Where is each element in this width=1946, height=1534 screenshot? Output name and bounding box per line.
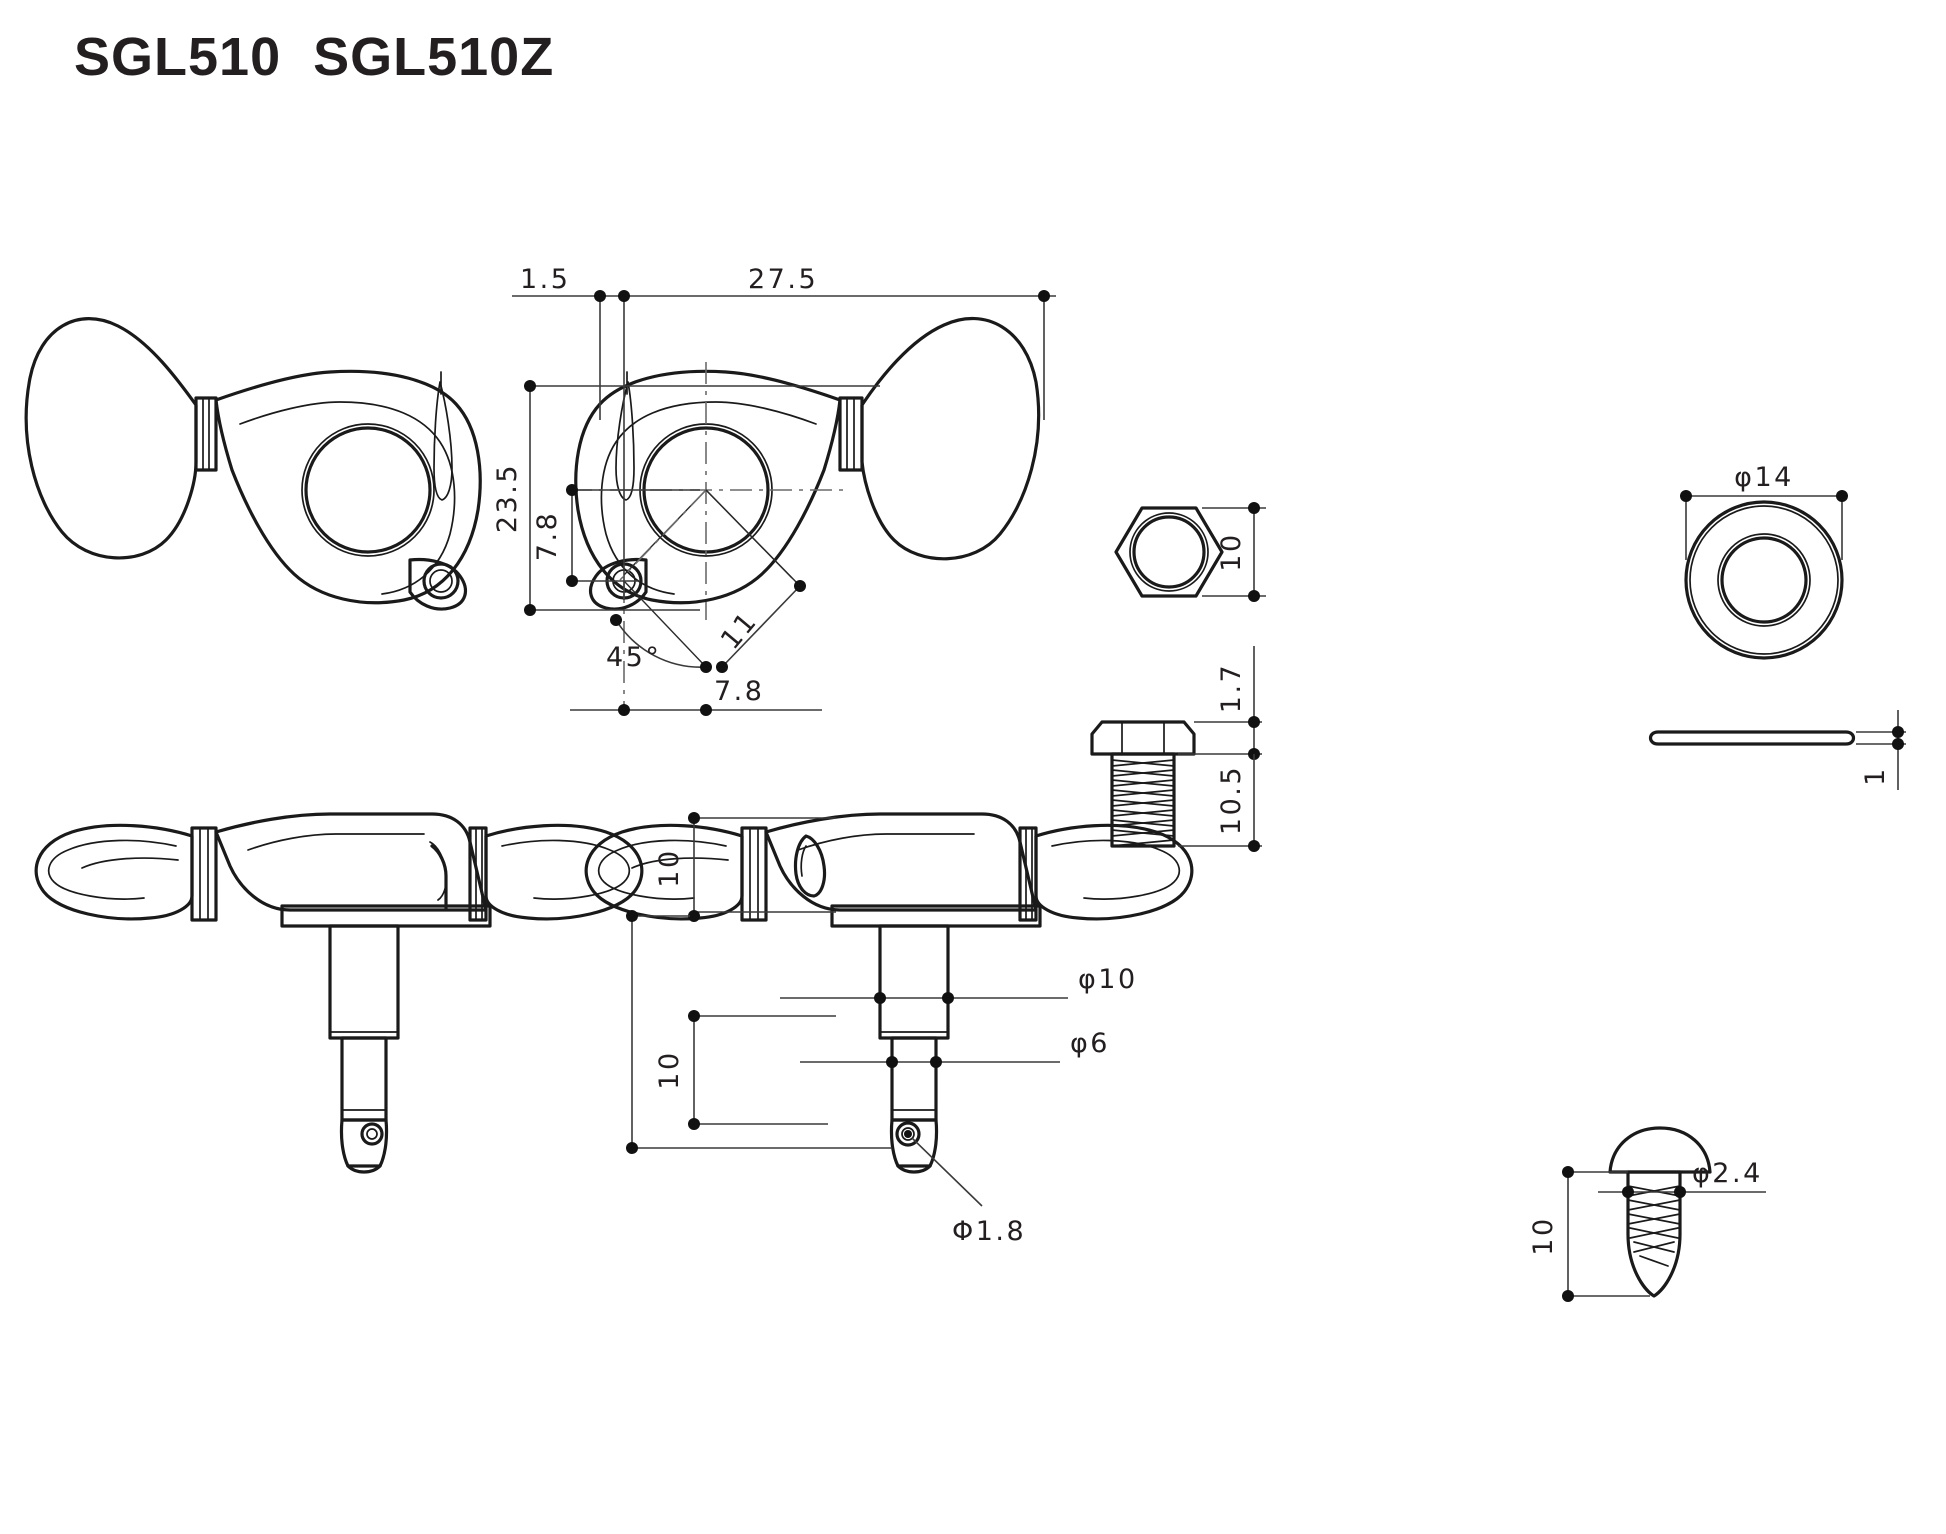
top-view-left: [24, 317, 482, 611]
dim-label-1-5: 1.5: [520, 264, 570, 295]
dim-label-hexnut-10: 10: [1216, 532, 1247, 571]
washer-front-view: φ14: [1680, 462, 1848, 660]
dim-label-screw-phi2-4: φ2.4: [1692, 1158, 1763, 1189]
side-view-left: [34, 812, 644, 1174]
dim-label-screw-10: 10: [1528, 1216, 1559, 1255]
dim-label-bushing-10-5: 10.5: [1216, 765, 1247, 835]
dim-label-phi10: φ10: [1078, 964, 1138, 995]
side-view-dimensioned: 10 10 φ10 φ6 Φ1.8: [584, 812, 1194, 1247]
dim-label-washer-phi14: φ14: [1734, 462, 1794, 493]
dim-label-7-8-horizontal: 7.8: [714, 676, 764, 707]
dim-label-11: 11: [715, 605, 764, 655]
dim-label-side-lower-10: 10: [654, 848, 685, 887]
bushing-side-view: 1.7 10.5: [1090, 646, 1262, 852]
screw-side-view: 10 φ2.4: [1528, 1126, 1766, 1302]
dim-label-45-degrees: 45°: [606, 642, 661, 673]
top-view-dimensioned: 1.5 27.5 23.5 7.8 45° 11 7.8: [492, 264, 1056, 716]
dim-label-23-5: 23.5: [492, 463, 523, 533]
dim-label-side-upper-10: 10: [654, 1050, 685, 1089]
dim-label-7-8-vertical: 7.8: [532, 511, 563, 561]
dim-label-phi1-8: Φ1.8: [952, 1216, 1026, 1247]
dim-label-27-5: 27.5: [748, 264, 818, 295]
dim-label-phi6: φ6: [1070, 1028, 1110, 1059]
page-title: SGL510 SGL510Z: [74, 27, 555, 87]
dim-label-washer-thickness-1: 1: [1860, 766, 1891, 786]
washer-side-view: 1: [1648, 710, 1906, 790]
hex-nut-front-view: 10: [1114, 502, 1266, 602]
dim-label-bushing-1-7: 1.7: [1216, 663, 1247, 713]
